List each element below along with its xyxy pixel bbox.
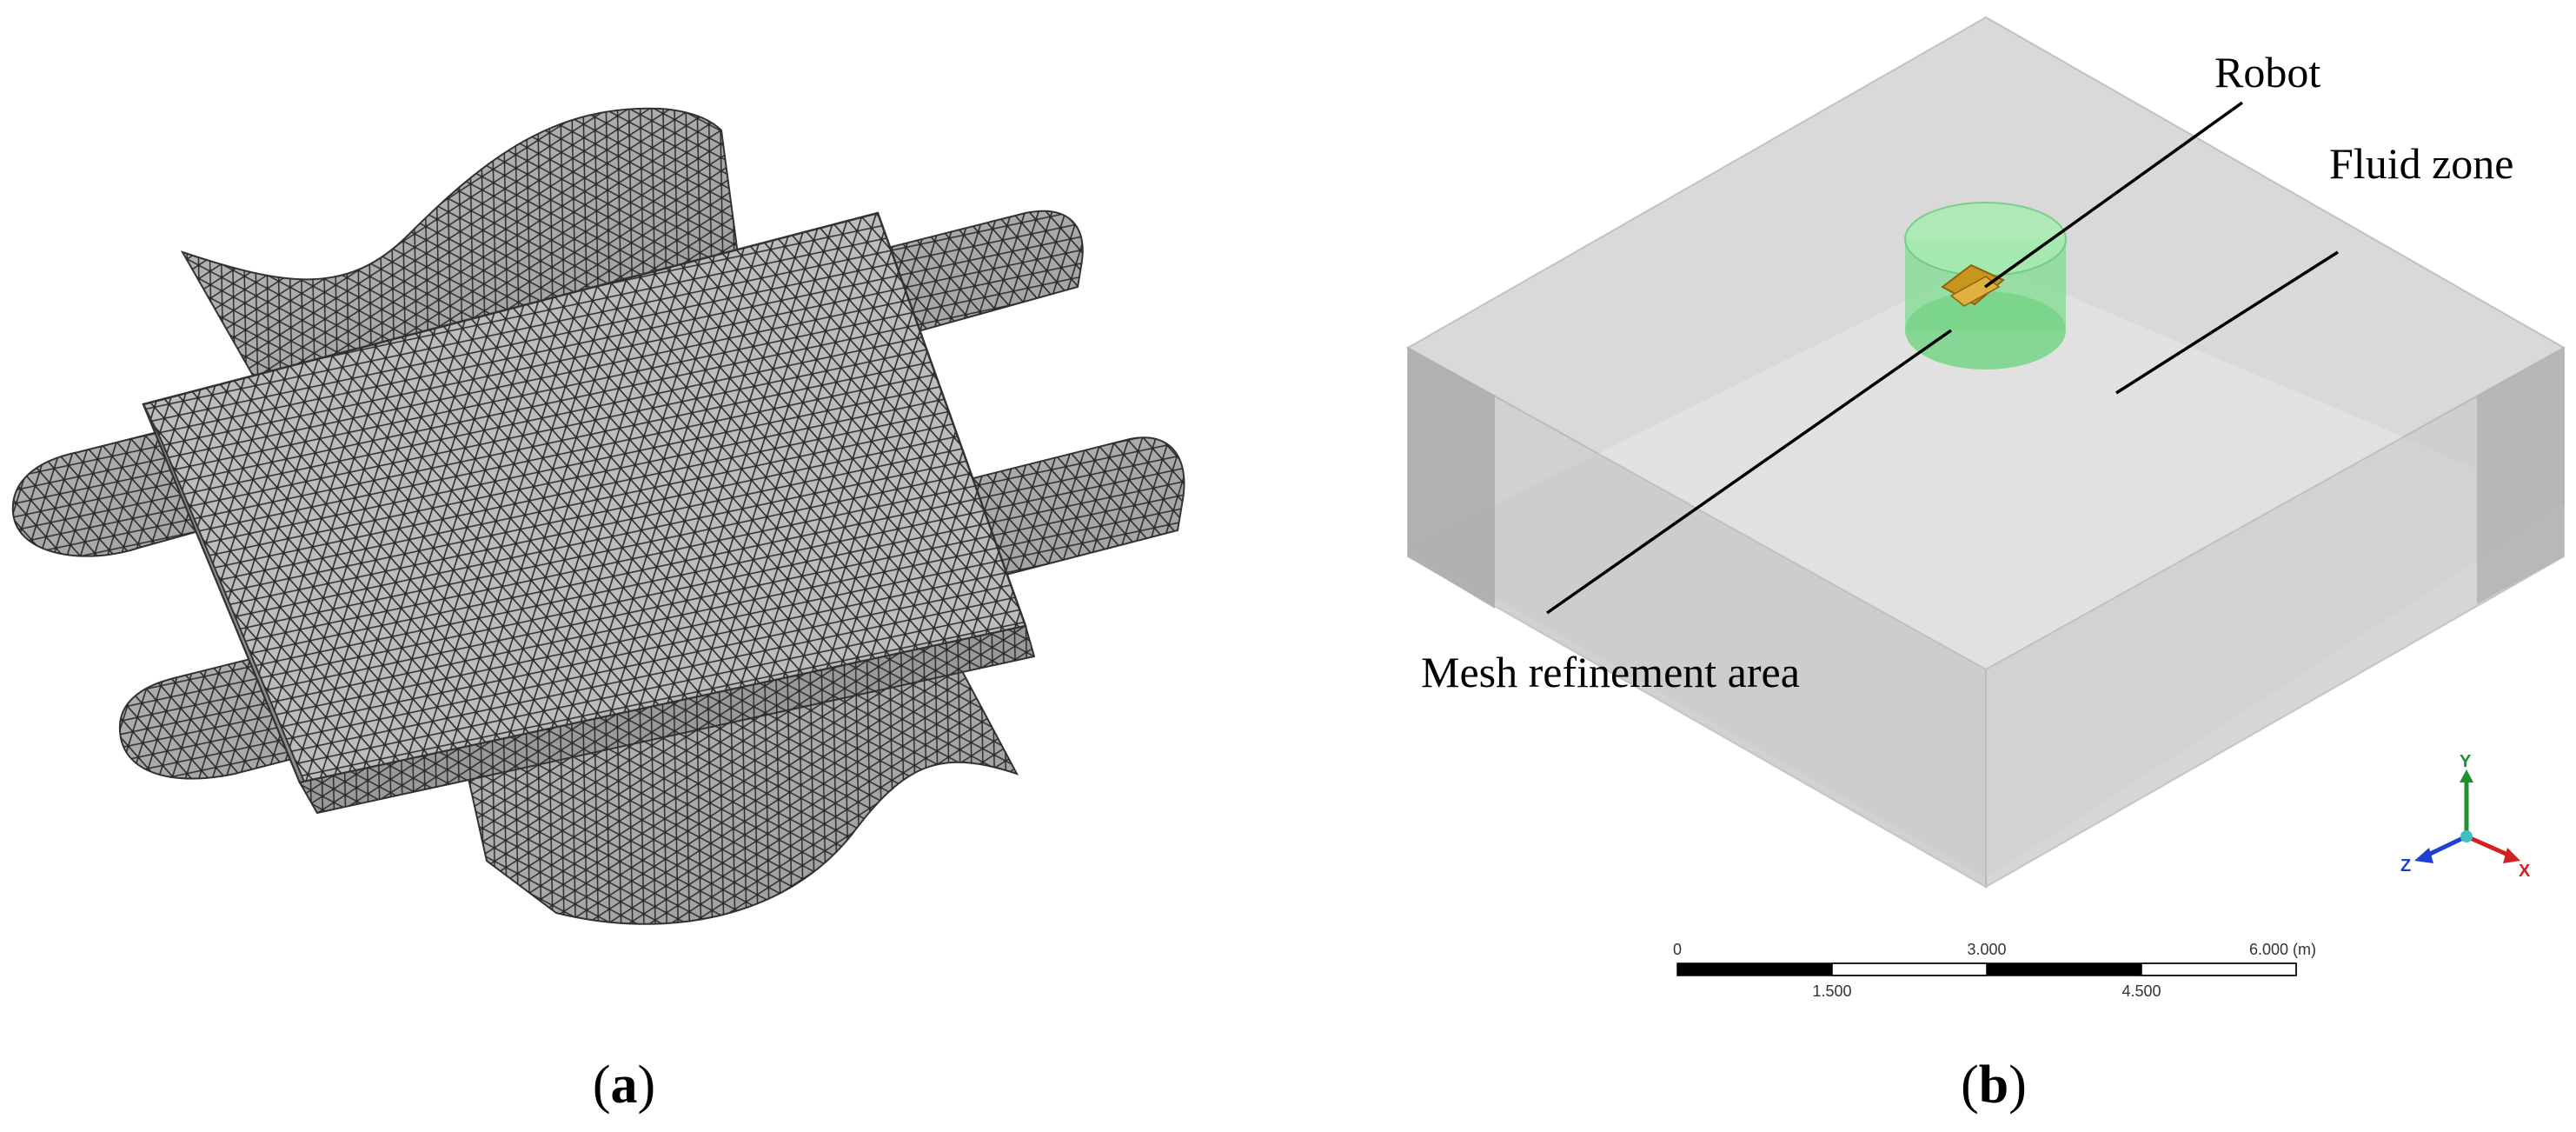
axis-triad: Y X Z bbox=[2400, 752, 2531, 881]
panel-a-caption: (a) bbox=[593, 1055, 655, 1115]
axis-x-label: X bbox=[2519, 862, 2531, 881]
robot-leader-line bbox=[1983, 101, 2244, 289]
panel-b-caption: (b) bbox=[1961, 1055, 2027, 1115]
fluid-zone-leader-line bbox=[2115, 250, 2339, 395]
scale-tick-1500: 1.500 bbox=[1812, 982, 1851, 1000]
axis-y-label: Y bbox=[2460, 752, 2472, 771]
panel-a-mesh-model bbox=[11, 107, 1185, 925]
scale-tick-3000: 3.000 bbox=[1967, 941, 2006, 958]
scale-tick-0: 0 bbox=[1673, 941, 1682, 958]
axis-z-label: Z bbox=[2400, 856, 2411, 876]
mesh-refinement-label: Mesh refinement area bbox=[1421, 648, 1800, 696]
mesh-refinement-leader-line bbox=[1545, 329, 1953, 615]
scale-tick-6000: 6.000 (m) bbox=[2249, 941, 2316, 958]
robot-label: Robot bbox=[2214, 48, 2320, 97]
domain-floor bbox=[1408, 261, 2564, 878]
scale-bar: 0 3.000 6.000 (m) 1.500 4.500 bbox=[1673, 941, 2316, 1000]
fluid-zone-label: Fluid zone bbox=[2329, 139, 2513, 188]
scale-tick-4500: 4.500 bbox=[2121, 982, 2161, 1000]
